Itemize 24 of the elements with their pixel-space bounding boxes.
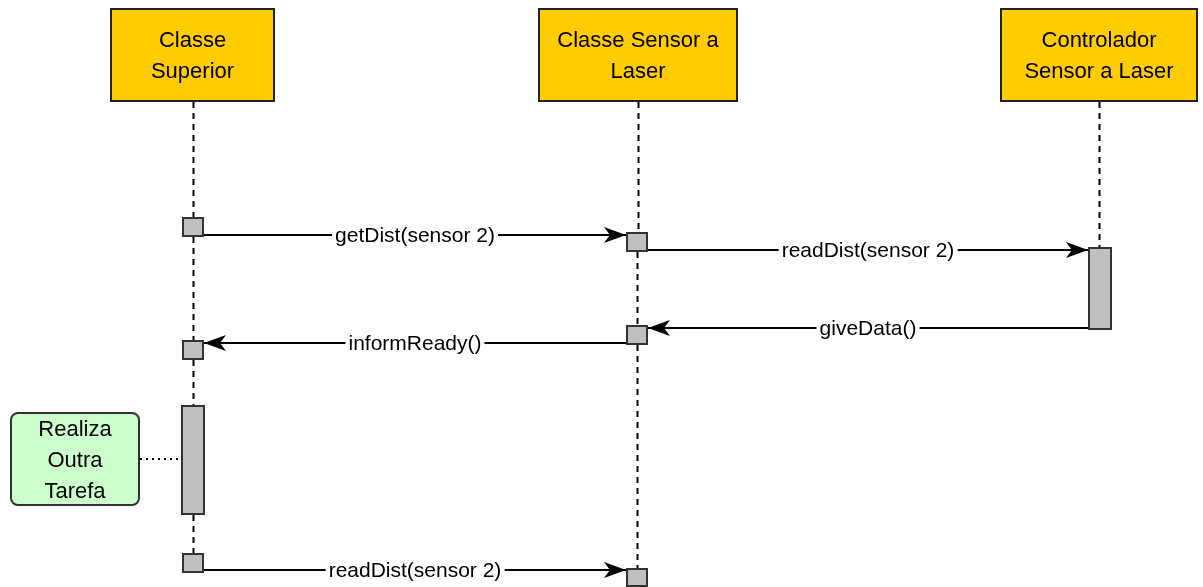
activation-bar xyxy=(182,340,204,360)
message-arrow xyxy=(647,242,1089,258)
message-arrow xyxy=(203,335,627,351)
activation-bar xyxy=(626,568,648,587)
message-arrow xyxy=(203,227,627,243)
activation-bar xyxy=(182,553,204,573)
note-box: Realiza Outra Tarefa xyxy=(10,412,140,506)
lifeline xyxy=(1098,101,1101,248)
lifeline xyxy=(192,359,195,406)
class-header: Classe Sensor a Laser xyxy=(538,8,738,102)
class-header: Classe Superior xyxy=(110,8,275,102)
lifeline xyxy=(636,344,639,569)
activation-bar xyxy=(1088,247,1112,330)
message-arrow xyxy=(203,562,627,578)
class-header: Controlador Sensor a Laser xyxy=(1000,8,1198,102)
lifeline xyxy=(192,101,195,218)
activation-bar xyxy=(182,217,204,237)
activation-bar xyxy=(626,232,648,252)
lifeline xyxy=(192,514,195,554)
lifeline xyxy=(192,236,195,341)
lifeline xyxy=(636,251,639,326)
activation-bar xyxy=(181,405,205,515)
message-arrow xyxy=(647,320,1089,336)
activation-bar xyxy=(626,325,648,345)
